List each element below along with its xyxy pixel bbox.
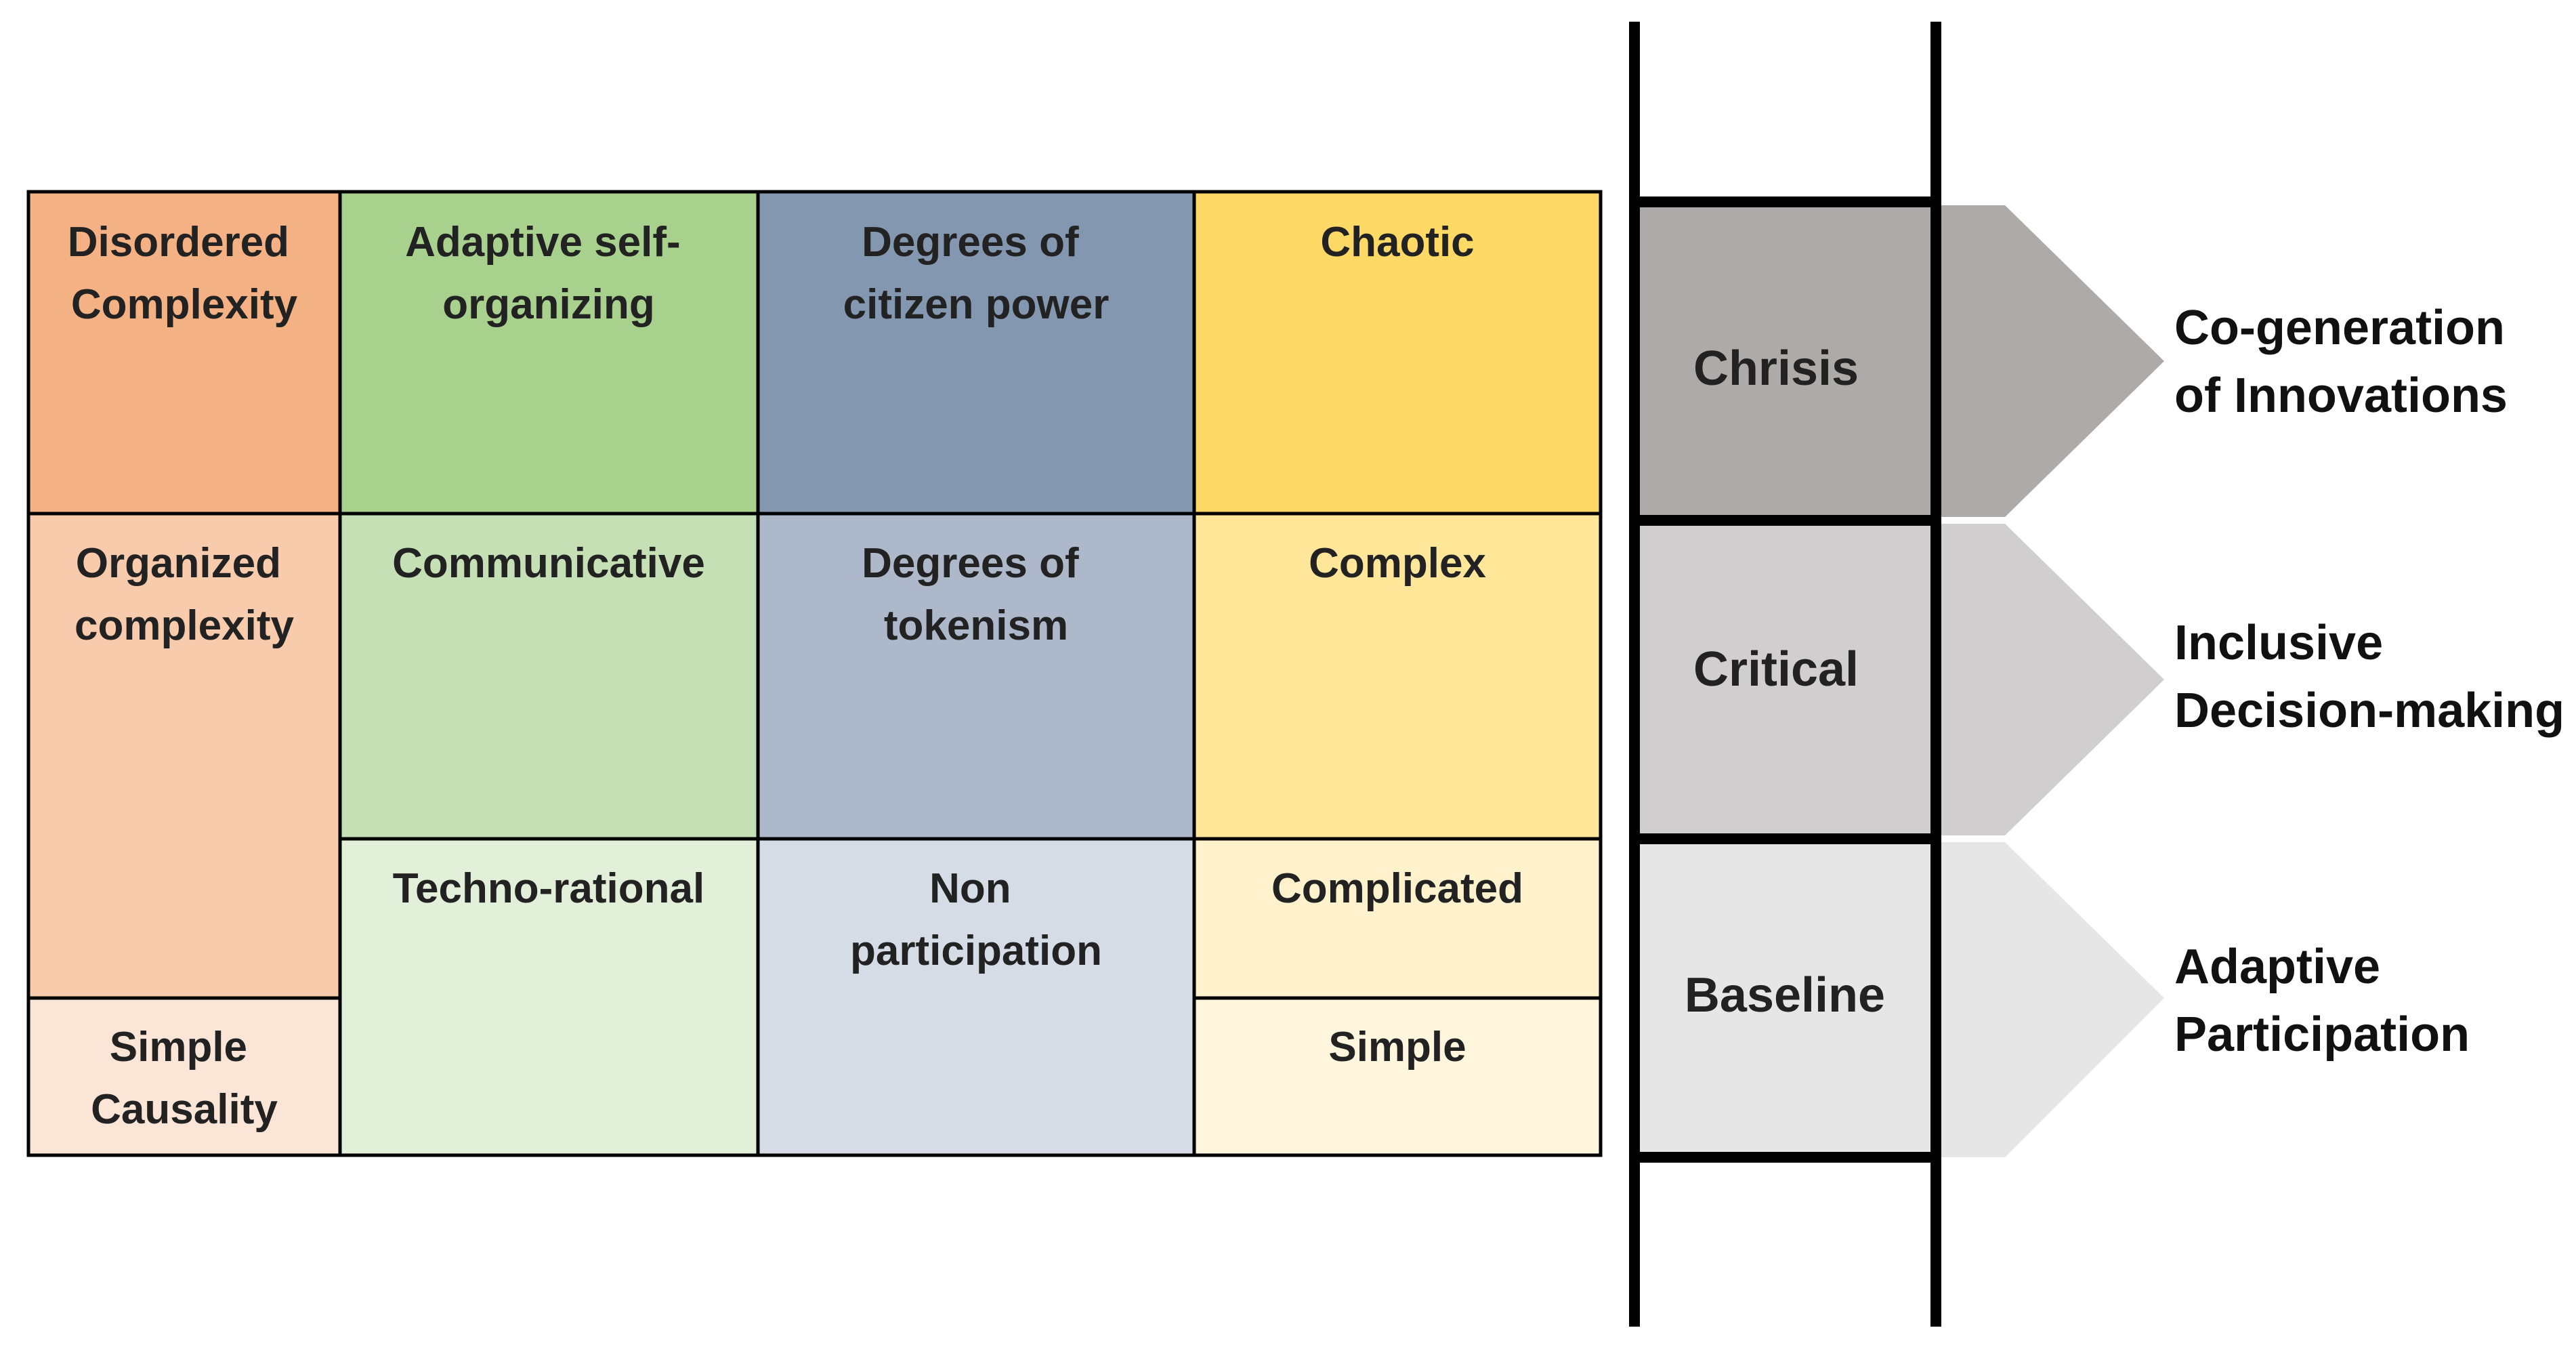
outcome-bottom-label: Adaptive Participation [2174,940,2470,1062]
cell-complicated-line-1: Complicated [1271,865,1523,912]
outcome-middle-line-2: Decision-making [2174,684,2564,738]
cell-degrees-citizen-power-line-1: Degrees of [862,219,1079,266]
cell-simple-causality-line-1: Simple [110,1024,247,1071]
cell-degrees-tokenism-line-1: Degrees of [862,540,1079,587]
ladder-rung-chrisis [1634,202,1936,517]
cell-chaotic-line-1: Chaotic [1320,219,1474,266]
cell-techno-rational-line-1: Techno-rational [393,865,704,912]
cell-disordered-complexity-label: Disordered Complexity [68,219,301,328]
cell-disordered-complexity-line-2: Complexity [71,281,298,328]
cell-disordered-complexity-line-1: Disordered [68,219,289,266]
cell-complex [1192,512,1603,841]
cell-simple-causality-line-2: Causality [91,1086,278,1133]
ladder-label-chrisis: Chrisis [1693,341,1859,396]
cell-non-participation-line-1: Non [929,865,1011,912]
chevron-middle [1934,524,2164,835]
ladder-rung-baseline [1634,842,1936,1157]
ladder-label-critical: Critical [1693,642,1859,697]
outcome-middle-label: Inclusive Decision-making [2174,616,2564,738]
ladder-label-baseline: Baseline [1685,968,1885,1022]
cell-degrees-tokenism-label: Degrees of tokenism [862,540,1091,649]
cell-adaptive-self-organizing-label: Adaptive self- organizing [405,219,692,328]
cell-complicated-label: Complicated [1271,865,1523,912]
cell-simple-causality [26,996,342,1157]
cell-simple-causality-label: Simple Causality [91,1024,278,1133]
cell-degrees-citizen-power [756,190,1196,516]
cell-organized-complexity-line-2: complexity [75,602,294,649]
outcome-bottom-line-2: Participation [2174,1008,2470,1062]
outcome-top-line-2: of Innovations [2174,369,2508,423]
cell-simple-label: Simple [1328,1024,1466,1071]
outcome-top-line-1: Co-generation [2174,301,2505,355]
cell-degrees-citizen-power-label: Degrees of citizen power [843,219,1110,328]
cell-adaptive-self-organizing-line-1: Adaptive self- [405,219,681,266]
cell-disordered-complexity [26,190,342,516]
cell-organized-complexity-line-1: Organized [76,540,281,587]
cell-complex-line-1: Complex [1309,540,1486,587]
cell-communicative-label: Communicative [392,540,705,587]
cell-degrees-citizen-power-line-2: citizen power [843,281,1110,328]
cell-chaotic [1192,190,1603,516]
cell-degrees-tokenism [756,512,1196,841]
cell-organized-complexity-label: Organized complexity [75,540,294,649]
cell-adaptive-self-organizing-line-2: organizing [442,281,654,328]
outcome-bottom-line-1: Adaptive [2174,940,2380,994]
cell-chaotic-label: Chaotic [1320,219,1474,266]
outcome-middle-line-1: Inclusive [2174,616,2383,670]
cell-non-participation [756,837,1196,1157]
cell-simple-line-1: Simple [1328,1024,1466,1071]
cell-adaptive-self-organizing [338,190,760,516]
cell-simple [1192,996,1603,1157]
cell-techno-rational [338,837,760,1157]
cell-communicative-line-1: Communicative [392,540,705,587]
cell-complicated [1192,837,1603,1000]
cell-techno-rational-label: Techno-rational [393,865,704,912]
cell-degrees-tokenism-line-2: tokenism [884,602,1068,649]
cell-non-participation-label: Non participation [850,865,1102,974]
outcome-top-label: Co-generation of Innovations [2174,301,2518,423]
chevron-top [1934,205,2164,517]
cell-non-participation-line-2: participation [850,928,1102,974]
cell-complex-label: Complex [1309,540,1486,587]
chevron-bottom [1934,842,2164,1157]
ladder-rung-critical [1634,524,1936,835]
